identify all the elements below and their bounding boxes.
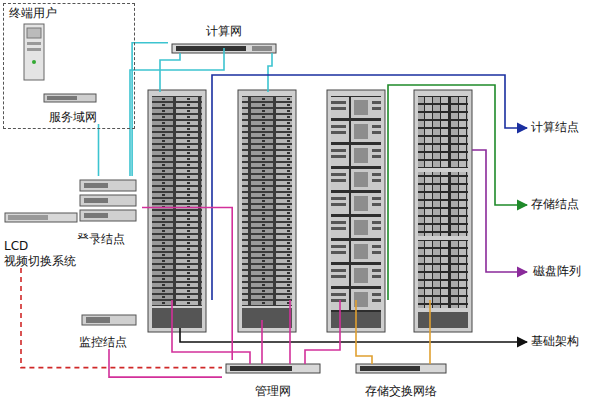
drawing-part — [160, 53, 180, 92]
switch-device — [44, 94, 96, 102]
switch-device — [226, 364, 320, 373]
network-wires — [130, 48, 527, 364]
drawing-part — [82, 315, 136, 325]
drawing-part — [8, 215, 48, 220]
network-link — [132, 43, 168, 176]
server-rack — [148, 90, 206, 332]
network-link — [21, 268, 222, 368]
drawing-part — [27, 48, 41, 51]
drawing-part — [84, 198, 108, 203]
node-label: 计算网 — [205, 24, 243, 38]
drawing-part — [176, 46, 246, 51]
drawing-part — [388, 85, 527, 300]
service-switch: 服务域网 — [40, 88, 106, 124]
side-label: 基础架构 — [530, 334, 580, 348]
monitor-server — [82, 315, 136, 325]
network-link — [98, 124, 100, 176]
drawing-part — [230, 366, 292, 371]
node-label: LCD 视频切换系统 — [3, 239, 93, 268]
drawing-part — [418, 172, 468, 236]
network-link — [142, 208, 232, 361]
drawing-part — [172, 300, 250, 364]
side-label: 磁盘阵列 — [532, 264, 582, 278]
drawing-part — [226, 364, 320, 373]
drawing-part — [80, 210, 136, 221]
node-label: 管理网 — [254, 384, 292, 398]
network-link — [109, 349, 222, 377]
user-region: 终端用户服务域网 — [3, 3, 135, 129]
drawing-part — [331, 96, 381, 312]
drawing-part — [152, 308, 202, 328]
drawing-part — [152, 96, 202, 306]
drawing-part — [268, 53, 272, 92]
drawing-part — [32, 60, 36, 64]
node-label: 监控结点 — [78, 335, 128, 349]
lcd-switch: LCD 视频切换系统 — [3, 210, 93, 268]
login-node: 登录结点 — [76, 176, 142, 246]
drawing-part — [418, 312, 468, 328]
drawing-part — [418, 96, 468, 168]
monitor-node: 监控结点 — [78, 311, 140, 349]
compute-switch: 计算网 — [168, 24, 280, 58]
storage-switch: 存储交换网络 — [352, 360, 450, 398]
drawing-part — [5, 213, 77, 222]
drawing-part — [27, 28, 41, 38]
drawing-part — [24, 24, 44, 80]
drawing-part — [472, 150, 527, 272]
drawing-part — [356, 364, 446, 373]
drawing-part — [86, 317, 110, 323]
drawing-part — [148, 90, 206, 332]
drawing-part — [84, 213, 108, 218]
drawing-part — [80, 195, 136, 206]
switch-device — [356, 364, 446, 373]
drawing-part — [289, 300, 291, 364]
node-label: 服务域网 — [48, 110, 98, 124]
server-rack — [238, 90, 296, 332]
drawing-part — [47, 96, 77, 100]
drawing-part — [418, 240, 468, 308]
drawing-part — [261, 320, 263, 364]
drawing-part — [414, 90, 472, 332]
drawing-part — [130, 48, 224, 176]
lcd-console — [5, 213, 77, 222]
side-label: 存储结点 — [530, 197, 580, 211]
drawing-part — [242, 308, 292, 328]
side-label: 计算结点 — [530, 120, 580, 134]
drawing-part — [27, 42, 41, 45]
server-tower — [24, 24, 44, 80]
node-label: 存储交换网络 — [364, 384, 438, 398]
drawing-part — [252, 46, 272, 51]
drawing-part — [80, 180, 136, 191]
disk-array-rack — [414, 90, 472, 332]
drawing-part — [44, 94, 96, 102]
login-servers — [80, 180, 136, 221]
drawing-part — [356, 300, 372, 364]
drawing-part — [238, 90, 296, 332]
management-switch: 管理网 — [222, 360, 324, 398]
drawing-part — [327, 90, 385, 332]
drawing-part — [242, 96, 292, 306]
drawing-part — [212, 75, 527, 300]
drawing-part — [305, 300, 340, 364]
node-label: 终端用户 — [8, 6, 58, 20]
drawing-part — [429, 300, 431, 364]
storage-rack — [327, 90, 385, 332]
drawing-part — [84, 183, 108, 188]
drawing-part — [360, 366, 420, 371]
